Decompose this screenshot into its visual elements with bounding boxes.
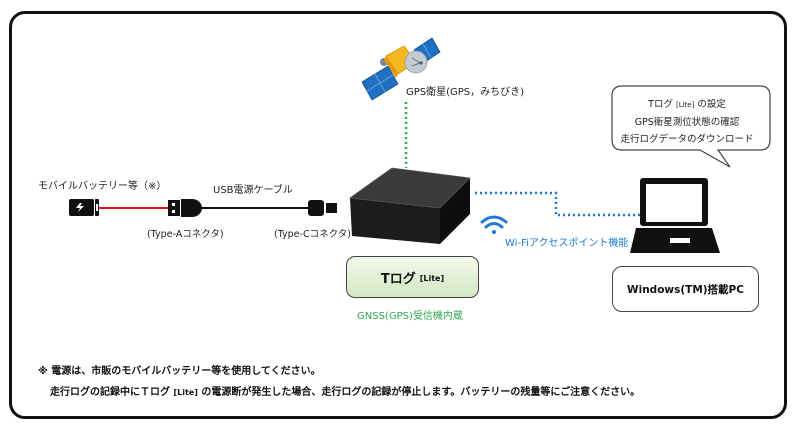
satellite-label: GPS衛星(GPS，みちびき) [406, 87, 525, 98]
pc-box: Windows(TM)搭載PC [612, 266, 759, 312]
gnss-caption: GNSS(GPS)受信機内蔵 [357, 311, 463, 322]
satellite-icon [361, 37, 441, 101]
pc-label: Windows(TM)搭載PC [627, 283, 744, 296]
bubble-line-3: 走行ログデータのダウンロード [620, 134, 754, 145]
type-a-connector-icon [168, 199, 202, 217]
speech-bubble [611, 85, 771, 168]
tlog-device-suffix: [Lite] [419, 273, 445, 283]
bubble-line-1-sub: [Lite] [675, 101, 695, 109]
laptop-icon [630, 178, 720, 253]
battery-icon [69, 199, 99, 216]
bubble-line-1-rest: の設定 [694, 99, 726, 110]
note-line-2-post: の電源断が発生した場合、走行ログの記録が停止します。バッテリーの残量等にご注意く… [197, 387, 641, 398]
type-c-connector-icon [308, 200, 337, 216]
wifi-link-line [475, 191, 640, 217]
cable-label: USB電源ケーブル [213, 185, 293, 196]
type-c-label: (Type-Cコネクタ) [274, 229, 351, 240]
bubble-line-1: Tログ [Lite] の設定 [612, 96, 762, 114]
wifi-icon [480, 215, 508, 234]
tlog-device-icon [348, 167, 471, 244]
note-line-2-pre: 走行ログの記録中にＴログ [50, 387, 174, 398]
battery-label: モバイルバッテリー等（※） [38, 181, 167, 192]
type-a-label: (Type-Aコネクタ) [147, 229, 224, 240]
wifi-label: Wi-Fiアクセスポイント機能 [505, 238, 629, 249]
diagram-frame [9, 11, 787, 419]
note-line-1: ※ 電源は、市販のモバイルバッテリー等を使用してください。 [38, 366, 321, 377]
bubble-text: Tログ [Lite] の設定 GPS衛星測位状態の確認 走行ログデータのダウンロ… [612, 96, 762, 148]
tlog-device-box: Tログ [Lite] [346, 256, 479, 298]
tlog-device-name: Tログ [380, 271, 416, 287]
note-line-2: 走行ログの記録中にＴログ [Lite] の電源断が発生した場合、走行ログの記録が… [50, 383, 640, 398]
bubble-line-1-main: Tログ [648, 99, 676, 110]
bubble-line-2: GPS衛星測位状態の確認 [634, 117, 740, 128]
note-line-2-sub: [Lite] [173, 388, 198, 397]
